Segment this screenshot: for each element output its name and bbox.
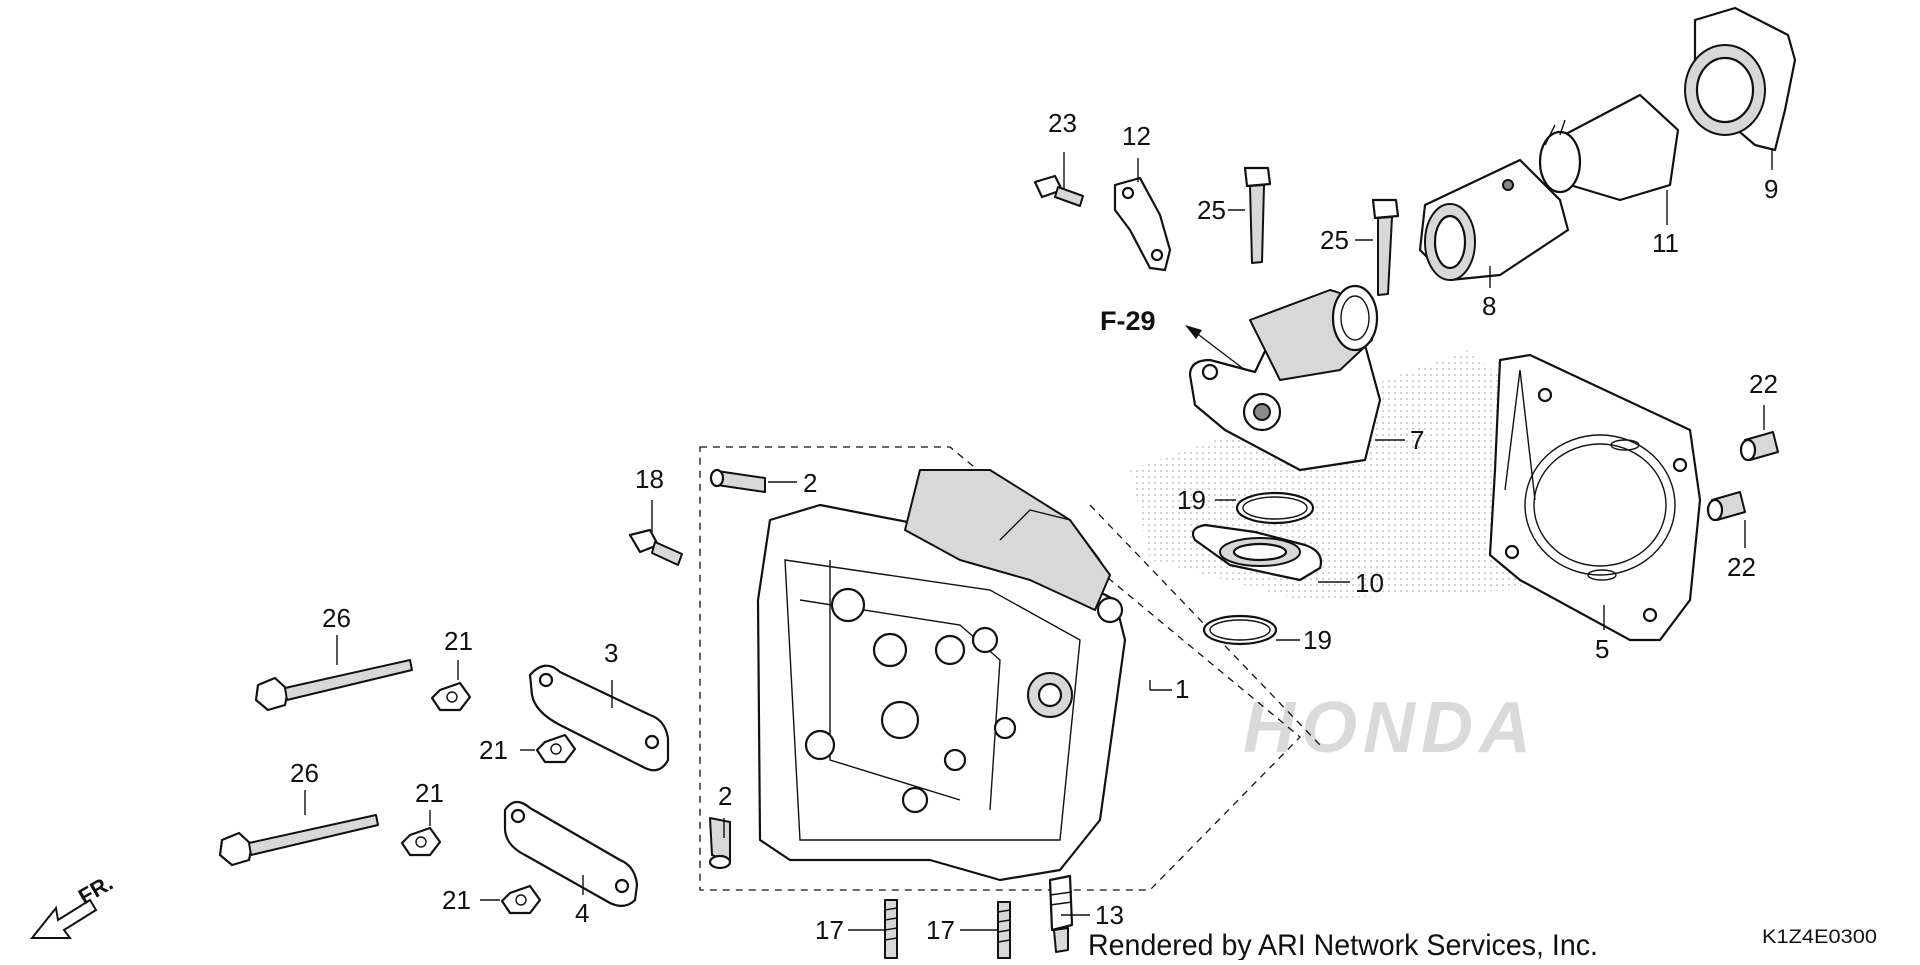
callout-26-upper: 26 bbox=[322, 603, 351, 633]
band-part[interactable] bbox=[1538, 93, 1680, 202]
callout-17-left: 17 bbox=[815, 915, 844, 945]
callout-9: 9 bbox=[1764, 174, 1778, 204]
nut-21-b[interactable] bbox=[535, 733, 577, 764]
cylinder-head-frame bbox=[699, 446, 1321, 891]
callout-4: 4 bbox=[575, 898, 589, 928]
long-bolt-26-upper[interactable] bbox=[254, 659, 413, 712]
flange-bolt-23[interactable] bbox=[1033, 174, 1084, 207]
diagram-code: K1Z4E0300 bbox=[1762, 927, 1877, 948]
callout-11: 11 bbox=[1652, 228, 1679, 258]
callout-10: 10 bbox=[1355, 568, 1384, 598]
bracket-upper-part[interactable] bbox=[528, 664, 670, 772]
callout-22-lower: 22 bbox=[1727, 552, 1756, 582]
callout-19-upper: 19 bbox=[1177, 485, 1206, 515]
callout-21-d: 21 bbox=[442, 885, 471, 915]
head-gasket-part[interactable] bbox=[1488, 353, 1702, 642]
dowel-pin-upper[interactable] bbox=[709, 468, 766, 493]
callout-21-b: 21 bbox=[479, 735, 508, 765]
callout-5: 5 bbox=[1595, 634, 1609, 664]
spark-plug-part[interactable] bbox=[1048, 874, 1074, 953]
callout-12: 12 bbox=[1122, 121, 1151, 151]
f29-reference-label[interactable]: F-29 bbox=[1100, 306, 1156, 336]
nut-21-c[interactable] bbox=[400, 826, 442, 857]
nut-21-a[interactable] bbox=[430, 681, 472, 712]
front-direction-arrow bbox=[29, 898, 98, 939]
dowel-pin-lower[interactable] bbox=[708, 817, 732, 870]
joint-plate-part[interactable] bbox=[1191, 523, 1323, 582]
callout-25-left: 25 bbox=[1197, 195, 1226, 225]
bolt-25-right[interactable] bbox=[1371, 198, 1400, 296]
front-direction-label: FR. bbox=[74, 870, 117, 909]
callout-8: 8 bbox=[1482, 291, 1496, 321]
o-ring-lower[interactable] bbox=[1202, 614, 1278, 646]
callout-7: 7 bbox=[1410, 425, 1424, 455]
cylinder-head-part[interactable] bbox=[756, 469, 1127, 882]
flange-bolt-18[interactable] bbox=[628, 528, 683, 566]
leader-lines bbox=[304, 148, 1773, 931]
intake-manifold-part[interactable] bbox=[1188, 284, 1382, 472]
callout-3: 3 bbox=[604, 638, 618, 668]
callout-1: 1 bbox=[1175, 674, 1189, 704]
callout-21-c: 21 bbox=[415, 778, 444, 808]
render-credit: Rendered by ARI Network Services, Inc. bbox=[1088, 929, 1598, 960]
long-bolt-26-lower[interactable] bbox=[218, 814, 379, 867]
dowel-22-lower[interactable] bbox=[1706, 491, 1746, 522]
stud-bolt-left[interactable] bbox=[884, 899, 898, 959]
stay-part[interactable] bbox=[1113, 176, 1172, 272]
o-ring-upper[interactable] bbox=[1235, 491, 1315, 525]
callout-2-lower: 2 bbox=[718, 781, 732, 811]
callout-2-upper: 2 bbox=[803, 468, 817, 498]
watermark-text: HONDA bbox=[1243, 688, 1537, 768]
callout-13: 13 bbox=[1095, 900, 1124, 930]
callout-26-lower: 26 bbox=[290, 758, 319, 788]
callout-18: 18 bbox=[635, 464, 664, 494]
callout-17-right: 17 bbox=[926, 915, 955, 945]
dowel-22-upper[interactable] bbox=[1739, 431, 1779, 462]
insulator-part[interactable] bbox=[1418, 158, 1570, 282]
callout-25-right: 25 bbox=[1320, 225, 1349, 255]
callout-19-lower: 19 bbox=[1303, 625, 1332, 655]
callout-23: 23 bbox=[1048, 108, 1077, 138]
callout-numbers: 1 2 2 3 4 5 7 8 9 10 11 12 13 17 17 18 1… bbox=[290, 108, 1778, 945]
stud-bolt-right[interactable] bbox=[997, 901, 1011, 959]
throttle-body-fitting-part[interactable] bbox=[1684, 6, 1797, 152]
callout-21-a: 21 bbox=[444, 626, 473, 656]
nut-21-d[interactable] bbox=[500, 884, 542, 915]
bolt-25-left[interactable] bbox=[1243, 166, 1272, 264]
f29-arrow bbox=[1185, 325, 1246, 371]
callout-22-upper: 22 bbox=[1749, 369, 1778, 399]
bracket-lower-part[interactable] bbox=[503, 800, 639, 907]
